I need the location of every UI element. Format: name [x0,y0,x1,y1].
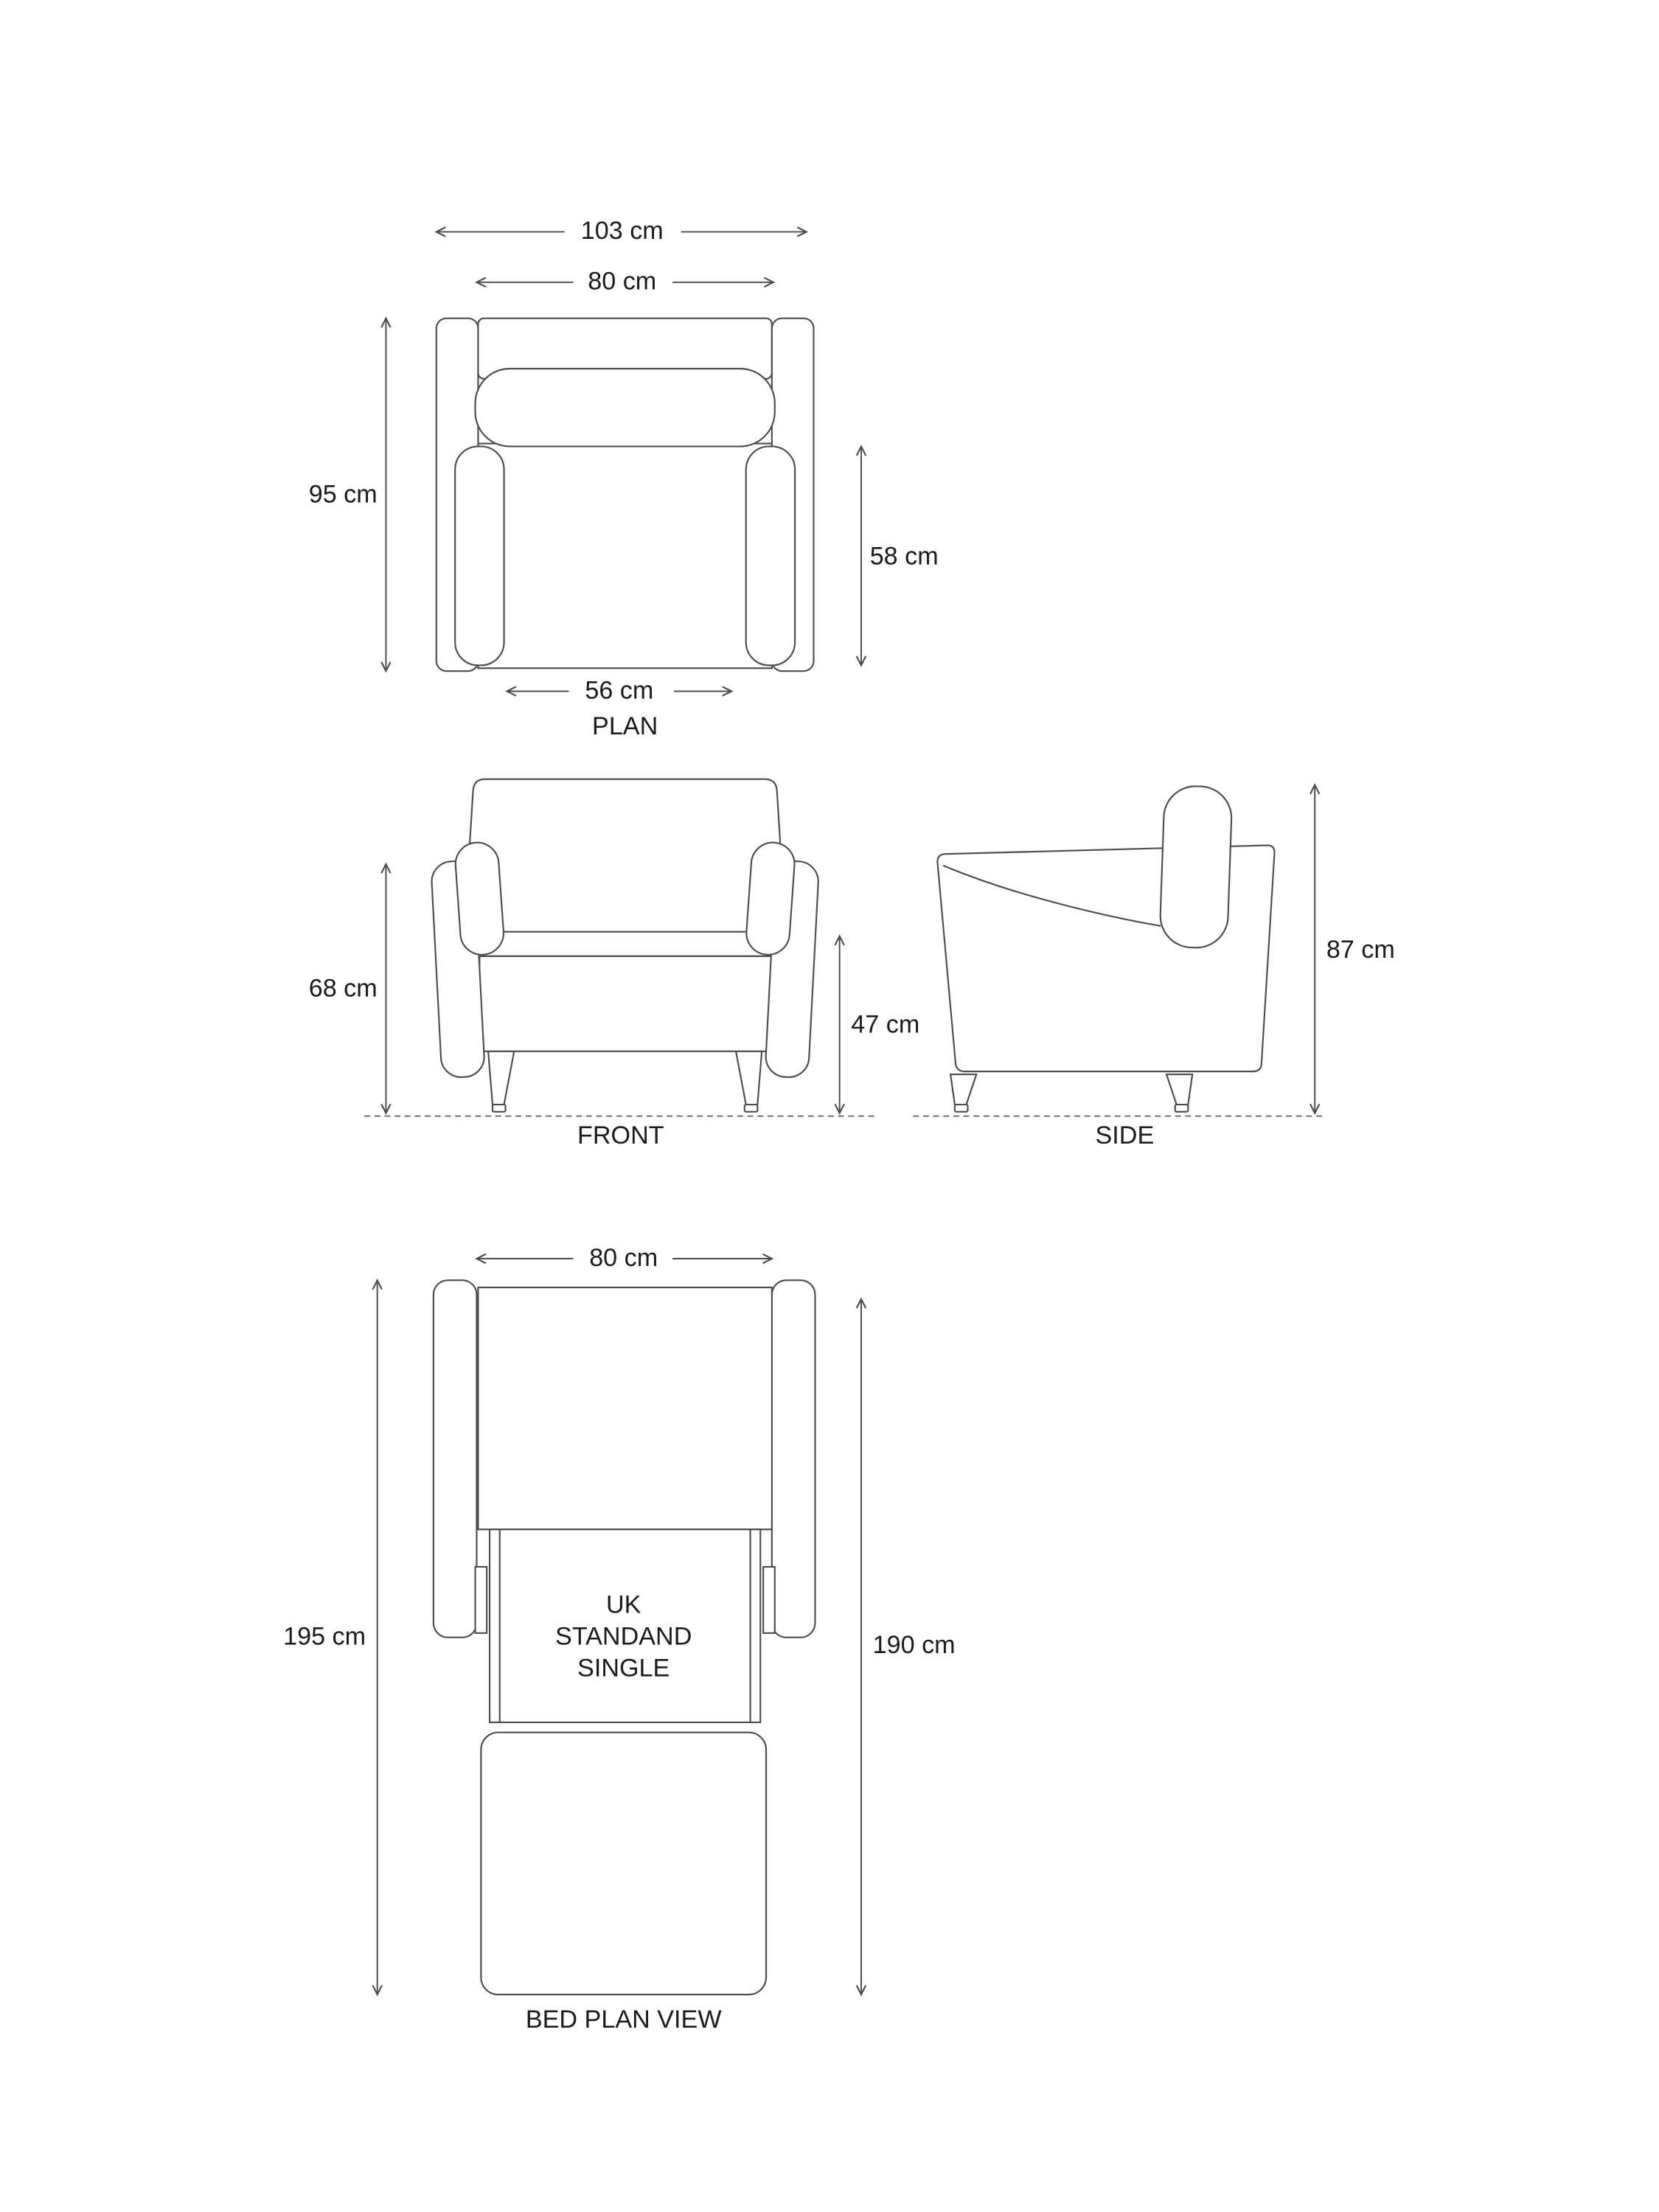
bed-mattress-middle-section [488,1528,762,1724]
plan-dim-depth: 95 cm [309,316,392,673]
side-arm-line [942,864,1161,927]
side-chair-drawing [936,785,1276,1113]
front-left-leg [487,1050,515,1106]
plan-chair-drawing [435,317,815,672]
bed-mattress-top-section [477,1287,773,1531]
front-dim-seat-height: 47 cm [834,934,919,1116]
front-view: 68 cm 47 cm FRONT [309,778,919,1150]
front-right-foot [743,1103,759,1113]
bed-mattress-bottom-section [480,1731,768,1996]
front-left-arm-cushion [454,841,505,956]
plan-view: 103 cm 80 cm 95 cm 58 cm [309,217,939,740]
front-view-label: FRONT [577,1121,664,1150]
bed-left-arm [432,1279,478,1638]
plan-seat-width-label: 56 cm [585,676,653,704]
plan-dim-seat-depth: 58 cm [855,445,939,667]
front-right-leg [734,1050,763,1106]
plan-dim-inner-width: 80 cm [475,268,776,296]
side-front-foot [953,1103,969,1113]
bed-note-line2: STANDAND [555,1622,692,1650]
plan-left-arm-cushion [454,445,505,667]
bed-note-line1: UK [606,1591,641,1619]
front-chair-drawing [431,778,819,1113]
bed-dim-mattress-length: 190 cm [855,1297,956,1997]
front-dim-arm-height: 68 cm [309,862,392,1116]
bed-view-label: BED PLAN VIEW [526,2006,722,2034]
bed-right-arm [771,1279,816,1638]
plan-view-label: PLAN [592,712,658,740]
bed-width-label: 80 cm [589,1244,658,1272]
front-seat-height-label: 47 cm [851,1010,919,1038]
bed-plan-view: 80 cm UK STANDAND SINGLE 195 cm 190 cm [283,1244,956,2034]
plan-overall-width-label: 103 cm [581,217,664,245]
bed-overall-length-label: 195 cm [283,1622,366,1650]
front-seat-cushion [476,931,776,957]
side-front-leg [949,1073,978,1106]
plan-right-arm-cushion [745,445,796,667]
bed-dim-width: 80 cm [475,1244,774,1272]
plan-back-cushion [474,367,776,448]
bed-mattress-length-label: 190 cm [873,1631,956,1659]
side-overall-height-label: 87 cm [1326,936,1395,964]
front-seat-base [479,955,773,1052]
plan-dim-seat-width: 56 cm [505,676,734,704]
bed-mattress-note: UK STANDAND SINGLE [555,1591,692,1683]
bed-drawing: UK STANDAND SINGLE [432,1279,816,1996]
side-dim-overall-height: 87 cm [1310,783,1395,1116]
side-back-foot [1174,1103,1189,1113]
front-arm-height-label: 68 cm [309,975,378,1003]
side-view-label: SIDE [1096,1121,1155,1150]
bed-dim-overall-length: 195 cm [283,1278,383,1997]
front-right-arm-cushion [745,841,796,956]
plan-inner-width-label: 80 cm [588,268,656,296]
plan-seat [477,442,773,669]
side-back-cushion [1159,785,1233,949]
front-left-foot [491,1103,507,1113]
bed-note-line3: SINGLE [577,1654,669,1682]
bed-left-hinge [474,1565,488,1634]
plan-dim-overall-width: 103 cm [434,217,809,245]
plan-depth-label: 95 cm [309,481,378,509]
plan-seat-depth-label: 58 cm [870,543,939,571]
bed-right-hinge [762,1565,776,1634]
front-backrest [462,778,787,940]
side-back-leg [1165,1073,1194,1106]
side-view: 87 cm SIDE [913,783,1395,1150]
